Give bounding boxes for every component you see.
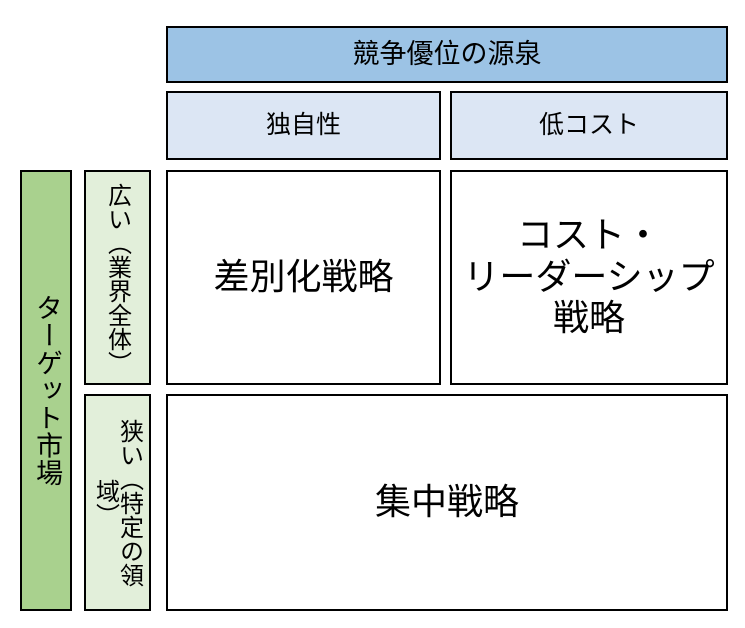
column-header-low-cost: 低コスト (450, 91, 728, 160)
column-header-differentiation-label: 独自性 (265, 110, 341, 140)
cell-differentiation-strategy: 差別化戦略 (166, 170, 441, 385)
axis-label-target-market: ターゲット市場 (20, 170, 72, 611)
row-label-narrow-text: 狭い（特定の領域） (91, 418, 144, 587)
cell-focus-strategy: 集中戦略 (166, 394, 728, 611)
column-header-differentiation: 独自性 (166, 91, 441, 160)
axis-label-target-market-text: ターゲット市場 (31, 294, 63, 487)
cell-focus-strategy-label: 集中戦略 (374, 481, 519, 523)
cell-differentiation-strategy-label: 差別化戦略 (213, 256, 394, 298)
row-label-narrow: 狭い（特定の領域） (84, 394, 151, 611)
column-header-low-cost-label: 低コスト (538, 110, 639, 140)
row-label-broad: 広い（業界全体） (84, 170, 151, 385)
cell-cost-leadership-strategy-label: コスト・ リーダーシップ 戦略 (463, 215, 715, 340)
cell-cost-leadership-strategy: コスト・ リーダーシップ 戦略 (450, 170, 728, 385)
row-label-broad-text: 広い（業界全体） (103, 182, 132, 375)
advantage-header-banner: 競争優位の源泉 (166, 26, 728, 83)
advantage-header-label: 競争優位の源泉 (352, 38, 542, 70)
